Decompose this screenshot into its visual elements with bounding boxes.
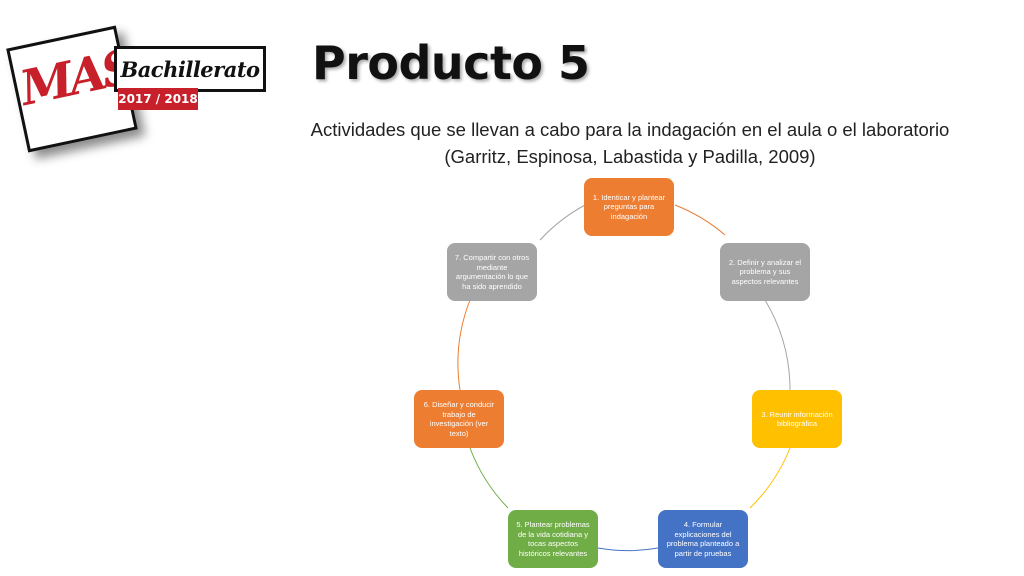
subtitle-line-2: (Garritz, Espinosa, Labastida y Padilla,…	[444, 146, 816, 167]
bachillerato-logo: MAS Bachillerato 2017 / 2018	[6, 25, 266, 158]
logo-years: 2017 / 2018	[118, 88, 198, 110]
arc-4-5	[597, 547, 659, 552]
logo-name: Bachillerato	[120, 56, 260, 82]
cycle-ring	[457, 204, 791, 552]
cycle-step-2: 2. Definir y analizar el problema y sus …	[720, 243, 810, 301]
cycle-step-4: 4. Formular explicaciones del problema p…	[658, 510, 748, 568]
subtitle-line-1: Actividades que se llevan a cabo para la…	[310, 119, 950, 140]
arc-7-1	[539, 204, 586, 241]
arc-2-3	[764, 299, 791, 391]
cycle-step-6: 6. Diseñar y conducir trabajo de investi…	[414, 390, 504, 448]
inquiry-cycle-diagram: 1. Identicar y plantear preguntas para i…	[380, 170, 900, 576]
arc-3-4	[749, 447, 791, 509]
arc-1-2	[674, 204, 726, 236]
cycle-step-5: 5. Plantear problemas de la vida cotidia…	[508, 510, 598, 568]
arc-5-6	[469, 447, 509, 509]
slide-subtitle: Actividades que se llevan a cabo para la…	[300, 116, 960, 170]
cycle-step-7: 7. Compartir con otros mediante argument…	[447, 243, 537, 301]
arc-6-7	[457, 299, 471, 391]
logo-banner: Bachillerato	[114, 46, 266, 92]
slide-title: Producto 5	[312, 36, 590, 90]
cycle-step-1: 1. Identicar y plantear preguntas para i…	[584, 178, 674, 236]
cycle-step-3: 3. Reunir información bibliográfica	[752, 390, 842, 448]
